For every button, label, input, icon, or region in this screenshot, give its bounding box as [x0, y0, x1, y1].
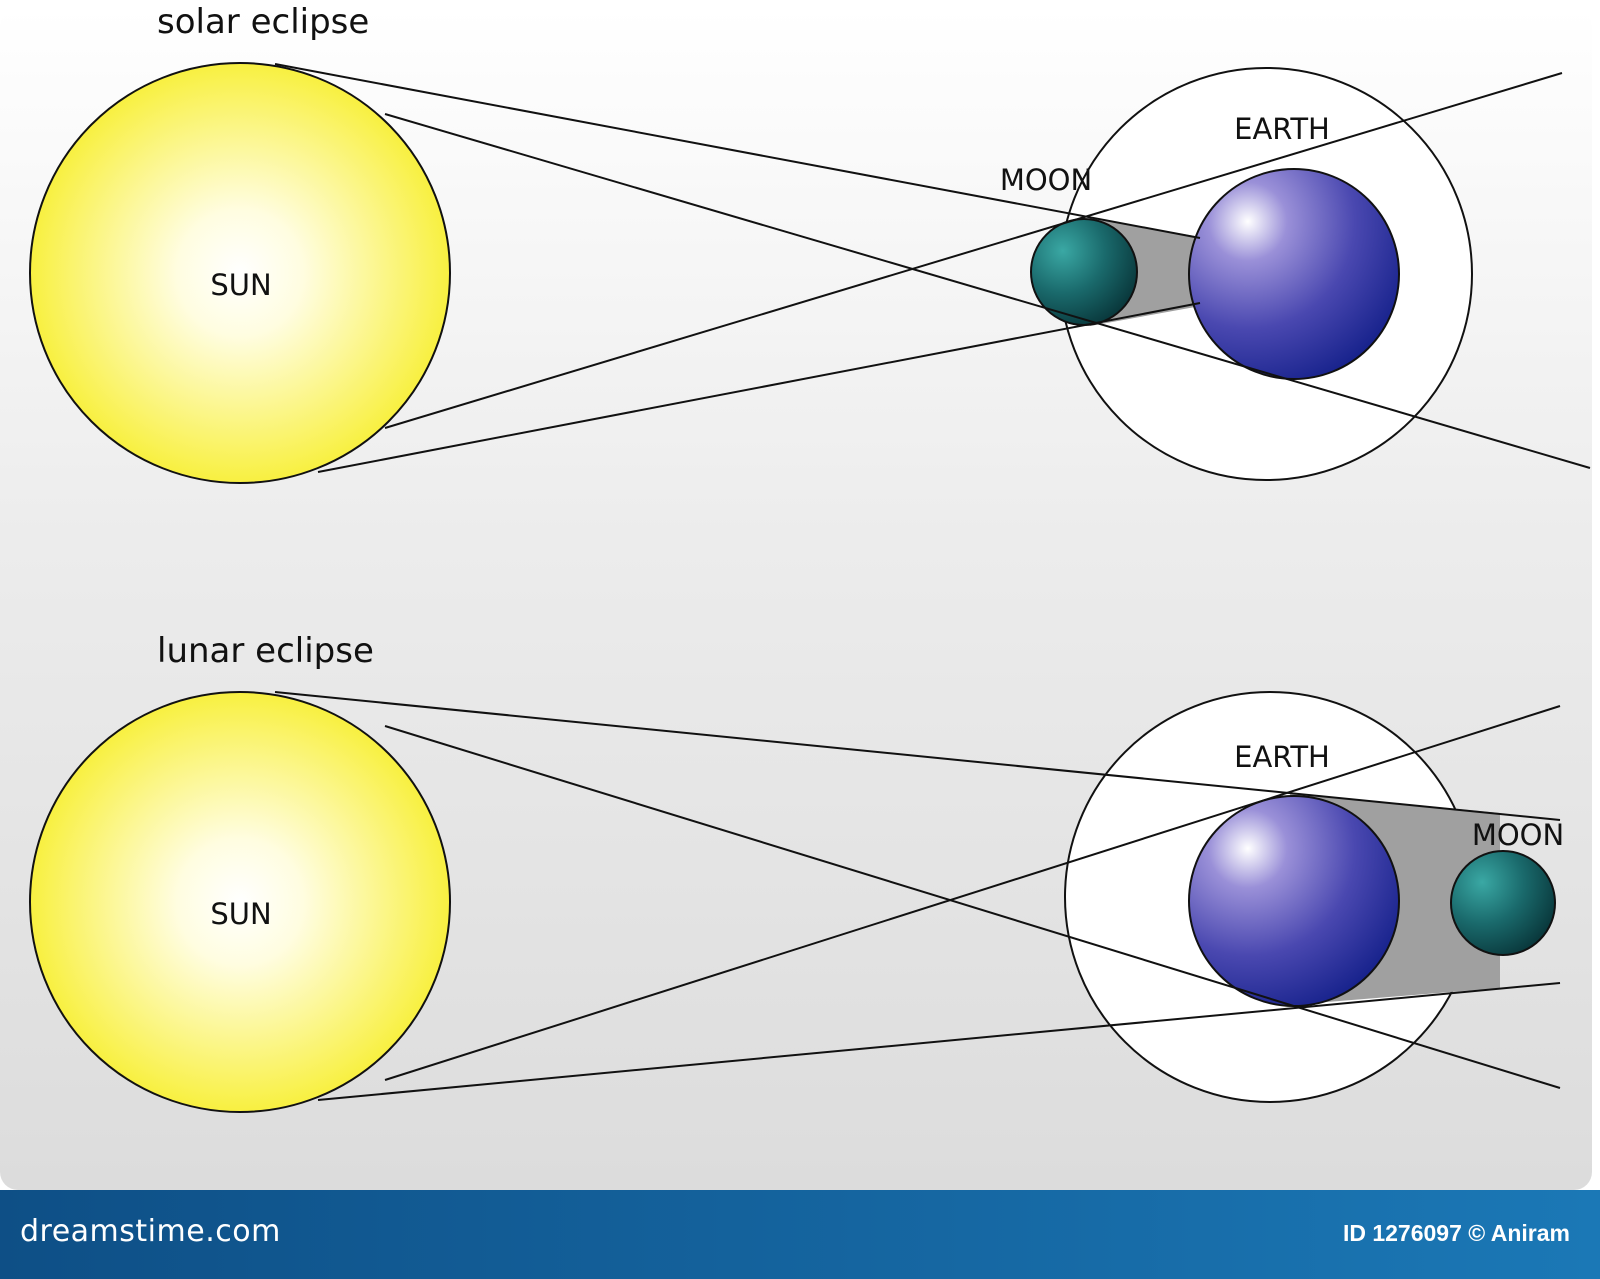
solar-ray-4 [317, 302, 1201, 473]
solar-earth [1188, 168, 1400, 380]
solar-eclipse-section: solar eclipse SUN EARTH MOON [29, 2, 1591, 484]
solar-ray-1 [274, 63, 1201, 239]
lunar-ray-2 [384, 725, 1561, 1089]
lunar-eclipse-section: lunar eclipse SUN EARTH MOON [29, 631, 1564, 1113]
eclipse-diagram: solar eclipse SUN EARTH MOON lunar eclip… [0, 2, 1592, 1190]
lunar-earth [1188, 795, 1400, 1007]
lunar-moon [1450, 850, 1556, 956]
image-credit: ID 1276097 © Aniram [1342, 1220, 1570, 1246]
lunar-ray-4 [317, 982, 1561, 1101]
footer-bar: dreamstime.com ID 1276097 © Aniram [0, 1190, 1600, 1279]
lunar-ray-3 [384, 705, 1561, 1081]
solar-earth-label: EARTH [1234, 112, 1330, 146]
solar-sun [29, 62, 451, 484]
solar-moon-label: MOON [1000, 163, 1092, 197]
lunar-ray-1 [274, 691, 1561, 821]
eclipse-diagram-svg: solar eclipse SUN EARTH MOON lunar eclip… [0, 2, 1592, 1190]
lunar-sun [29, 691, 451, 1113]
lunar-eclipse-title: lunar eclipse [157, 631, 374, 671]
brand-logo: dreamstime.com [20, 1214, 281, 1249]
lunar-moon-label: MOON [1472, 818, 1564, 852]
solar-ray-3 [384, 72, 1563, 429]
lunar-sun-label: SUN [210, 897, 271, 931]
lunar-earth-label: EARTH [1234, 740, 1330, 774]
solar-ray-2 [384, 113, 1591, 469]
solar-sun-label: SUN [210, 268, 271, 302]
solar-eclipse-title: solar eclipse [157, 2, 369, 42]
